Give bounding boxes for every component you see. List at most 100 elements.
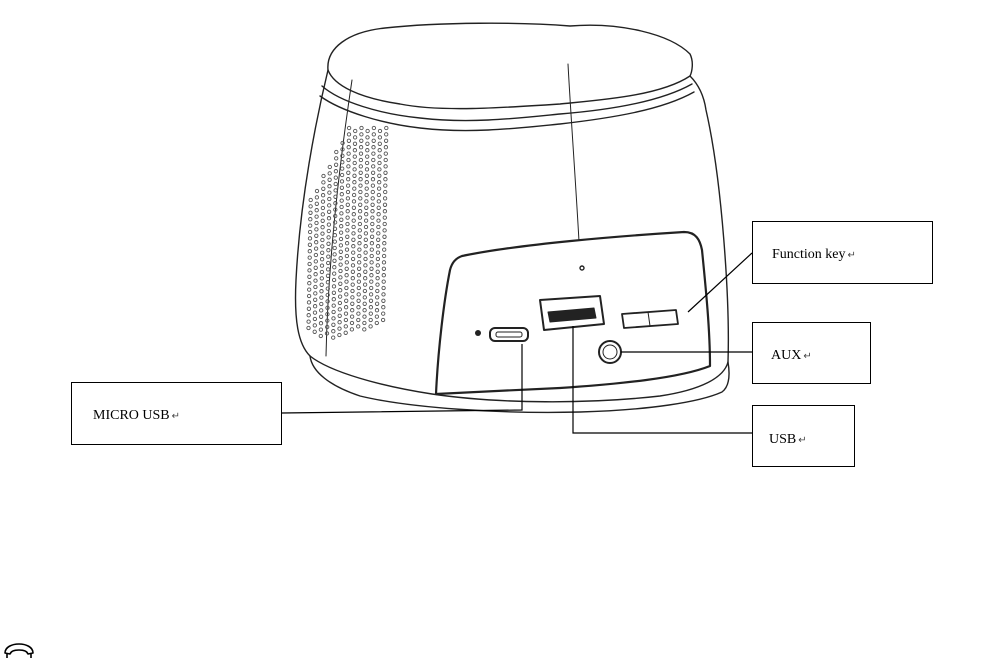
grille-hole bbox=[384, 139, 387, 142]
grille-hole bbox=[378, 155, 381, 158]
grille-hole bbox=[313, 324, 316, 327]
grille-hole bbox=[332, 336, 335, 339]
grille-hole bbox=[339, 263, 342, 266]
grille-hole bbox=[384, 178, 387, 181]
grille-hole bbox=[333, 246, 336, 249]
grille-hole bbox=[357, 274, 360, 277]
grille-hole bbox=[359, 146, 362, 149]
grille-hole bbox=[322, 181, 325, 184]
grille-hole bbox=[382, 254, 385, 257]
grille-hole bbox=[308, 243, 311, 246]
grille-hole bbox=[339, 250, 342, 253]
grille-hole bbox=[338, 314, 341, 317]
grille-hole bbox=[340, 193, 343, 196]
grille-hole bbox=[346, 229, 349, 232]
grille-hole bbox=[381, 318, 384, 321]
grille-hole bbox=[363, 302, 366, 305]
grille-hole bbox=[352, 200, 355, 203]
grille-hole bbox=[359, 190, 362, 193]
grille-hole bbox=[352, 193, 355, 196]
grille-hole bbox=[353, 136, 356, 139]
grille-hole bbox=[327, 210, 330, 213]
grille-hole bbox=[332, 291, 335, 294]
grille-hole bbox=[328, 172, 331, 175]
grille-hole bbox=[370, 242, 373, 245]
grille-hole bbox=[308, 275, 311, 278]
grille-hole bbox=[370, 261, 373, 264]
grille-hole bbox=[338, 327, 341, 330]
grille-hole bbox=[351, 289, 354, 292]
grille-hole bbox=[340, 205, 343, 208]
grille-hole bbox=[338, 321, 341, 324]
grille-hole bbox=[383, 222, 386, 225]
grille-hole bbox=[308, 288, 311, 291]
grille-hole bbox=[315, 189, 318, 192]
grille-hole bbox=[313, 317, 316, 320]
grille-hole bbox=[366, 155, 369, 158]
grille-hole bbox=[366, 142, 369, 145]
grille-hole bbox=[314, 285, 317, 288]
grille-hole bbox=[371, 216, 374, 219]
grille-hole bbox=[309, 205, 312, 208]
grille-hole bbox=[347, 152, 350, 155]
grille-hole bbox=[358, 216, 361, 219]
grille-hole bbox=[382, 293, 385, 296]
grille-hole bbox=[327, 223, 330, 226]
grille-hole bbox=[307, 301, 310, 304]
grille-hole bbox=[371, 171, 374, 174]
grille-hole bbox=[319, 322, 322, 325]
grille-hole bbox=[359, 197, 362, 200]
grille-hole bbox=[378, 136, 381, 139]
grille-hole bbox=[346, 235, 349, 238]
grille-hole bbox=[351, 264, 354, 267]
grille-hole bbox=[308, 256, 311, 259]
grille-hole bbox=[340, 225, 343, 228]
grille-hole bbox=[352, 219, 355, 222]
grille-hole bbox=[345, 286, 348, 289]
return-mark: ↵ bbox=[848, 250, 856, 261]
grille-hole bbox=[376, 270, 379, 273]
grille-hole bbox=[360, 133, 363, 136]
grille-hole bbox=[308, 230, 311, 233]
grille-hole bbox=[307, 314, 310, 317]
grille-hole bbox=[327, 242, 330, 245]
grille-hole bbox=[346, 222, 349, 225]
grille-hole bbox=[351, 296, 354, 299]
grille-hole bbox=[351, 257, 354, 260]
grille-hole bbox=[328, 204, 331, 207]
grille-hole bbox=[350, 315, 353, 318]
grille-hole bbox=[357, 286, 360, 289]
grille-hole bbox=[320, 270, 323, 273]
return-mark: ↵ bbox=[803, 351, 811, 362]
grille-hole bbox=[363, 328, 366, 331]
grille-hole bbox=[307, 307, 310, 310]
grille-hole bbox=[369, 306, 372, 309]
grille-hole bbox=[327, 236, 330, 239]
grille-hole bbox=[346, 203, 349, 206]
grille-hole bbox=[346, 190, 349, 193]
speaker-body bbox=[296, 23, 730, 412]
grille-hole bbox=[308, 262, 311, 265]
grille-hole bbox=[377, 219, 380, 222]
grille-hole bbox=[327, 229, 330, 232]
grille-hole bbox=[382, 261, 385, 264]
grille-hole bbox=[352, 225, 355, 228]
grille-hole bbox=[383, 235, 386, 238]
grille-hole bbox=[332, 317, 335, 320]
label-micro-usb-text: MICRO USB↵ bbox=[93, 408, 180, 425]
grille-hole bbox=[384, 152, 387, 155]
grille-hole bbox=[332, 310, 335, 313]
grille-hole bbox=[382, 267, 385, 270]
speaker-grille bbox=[307, 126, 388, 339]
grille-hole bbox=[383, 210, 386, 213]
grille-hole bbox=[357, 299, 360, 302]
grille-hole bbox=[363, 309, 366, 312]
grille-hole bbox=[364, 264, 367, 267]
grille-hole bbox=[360, 126, 363, 129]
grille-hole bbox=[344, 318, 347, 321]
grille-hole bbox=[378, 161, 381, 164]
grille-hole bbox=[370, 235, 373, 238]
grille-hole bbox=[340, 173, 343, 176]
grille-hole bbox=[320, 277, 323, 280]
grille-hole bbox=[369, 299, 372, 302]
